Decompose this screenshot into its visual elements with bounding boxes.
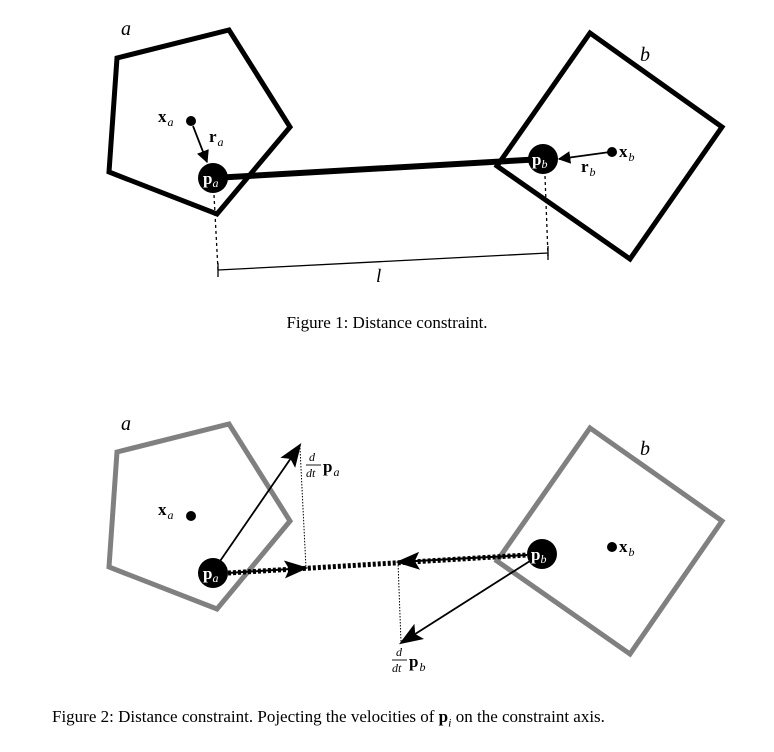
x-b-label: xb <box>619 537 635 559</box>
body-a-label: a <box>121 18 131 40</box>
p-b-label: pb <box>531 545 546 566</box>
projection-line-b <box>397 561 402 643</box>
figure-2-caption: Figure 2: Distance constraint. Pojecting… <box>52 705 740 734</box>
projected-velocity-a-arrow <box>227 560 309 579</box>
body-b-label: b <box>640 438 650 460</box>
anchor-point-a <box>198 163 228 193</box>
figure-2-caption-text-end: on the constraint axis. <box>451 707 605 726</box>
r-b-label: rb <box>581 157 596 179</box>
center-of-mass-b-dot <box>607 147 617 157</box>
x-a-label: xa <box>158 500 174 522</box>
svg-text:dt: dt <box>392 661 402 675</box>
x-b-label: xb <box>619 142 635 164</box>
projected-velocity-b-arrow <box>395 551 528 570</box>
velocity-b-arrow <box>398 560 531 645</box>
dimension-drop-a <box>213 194 219 271</box>
velocity-b-label: d dt pb <box>392 645 425 675</box>
body-a-pentagon <box>106 421 294 612</box>
body-a-pentagon <box>106 27 294 217</box>
center-of-mass-a-dot <box>186 511 196 521</box>
velocity-a-label: d dt pa <box>306 450 339 480</box>
dimension-drop-b <box>544 175 549 257</box>
figure-1-caption: Figure 1: Distance constraint. <box>286 313 488 332</box>
center-of-mass-a-dot <box>186 116 196 126</box>
constraint-rod <box>212 156 544 181</box>
p-a-label: pa <box>203 564 218 585</box>
figure-2-diagram: a b xa xb pa pb d dt pa d d <box>106 413 726 675</box>
anchor-point-b <box>528 144 558 174</box>
body-b-square <box>493 424 726 658</box>
anchor-point-b <box>527 539 557 569</box>
figure-2-caption-text: Figure 2: Distance constraint. Pojecting… <box>52 707 439 726</box>
length-label: l <box>376 266 381 287</box>
figure-1-diagram: a b xa ra pa pb xb rb l <box>106 18 726 287</box>
center-of-mass-b-dot <box>607 542 617 552</box>
dimension-line <box>217 252 549 271</box>
projection-line-a <box>299 447 307 569</box>
body-b-label: b <box>640 44 650 66</box>
anchor-point-a <box>198 558 228 588</box>
svg-text:dt: dt <box>306 466 316 480</box>
figure-2-caption-subscript: i <box>448 715 452 730</box>
svg-text:pa: pa <box>323 457 339 479</box>
body-a-label: a <box>121 413 131 435</box>
svg-text:d: d <box>396 645 403 659</box>
body-b-square <box>493 29 726 263</box>
r-a-label: ra <box>209 127 224 149</box>
r-b-arrow <box>557 151 611 164</box>
figure-2-caption-symbol: p <box>438 707 449 726</box>
svg-text:d: d <box>309 450 316 464</box>
velocity-a-arrow <box>217 443 302 565</box>
svg-text:pb: pb <box>409 652 425 674</box>
p-a-label: pa <box>203 169 218 190</box>
r-a-arrow <box>192 125 209 164</box>
x-a-label: xa <box>158 107 174 129</box>
p-b-label: pb <box>532 150 547 171</box>
